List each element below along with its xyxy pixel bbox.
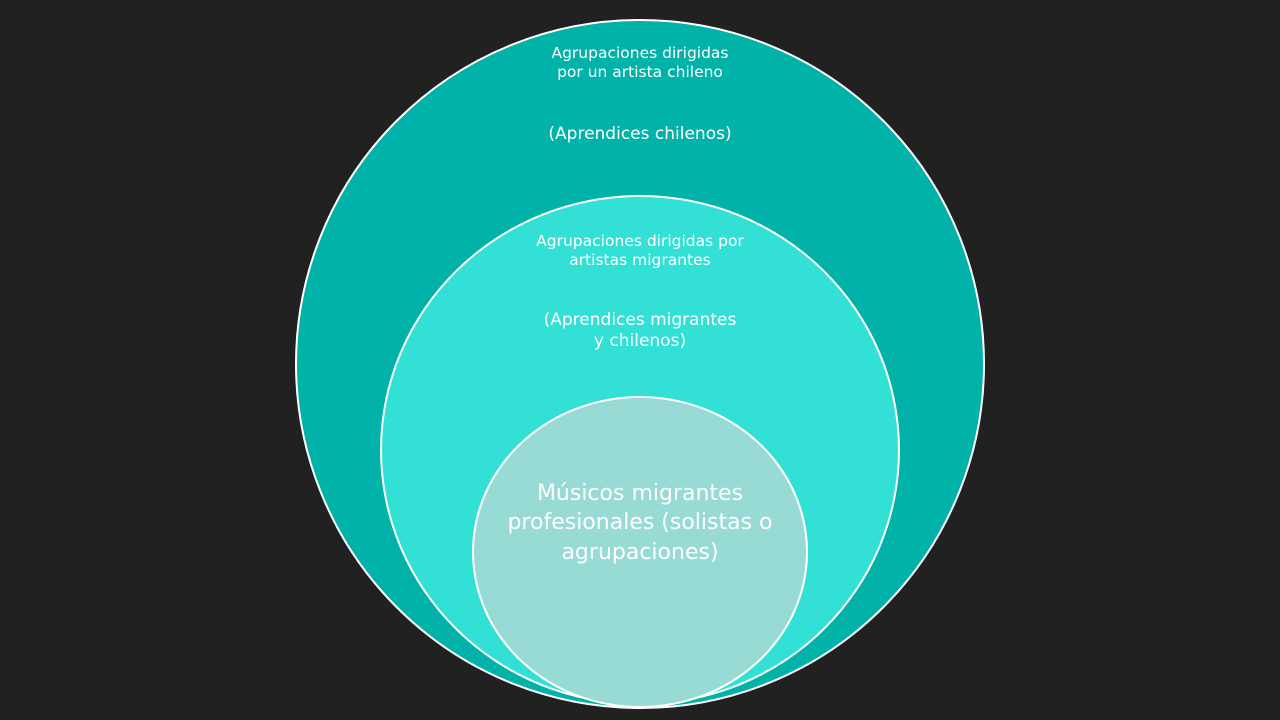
outer-circle-title: Agrupaciones dirigidas por un artista ch… bbox=[551, 44, 729, 82]
middle-circle-title: Agrupaciones dirigidas por artistas migr… bbox=[536, 232, 744, 270]
inner-circle-title: Músicos migrantes profesionales (solista… bbox=[507, 481, 773, 565]
inner-circle bbox=[472, 396, 808, 708]
middle-circle-subtitle: (Aprendices migrantes y chilenos) bbox=[543, 310, 737, 352]
outer-circle-subtitle: (Aprendices chilenos) bbox=[548, 124, 732, 144]
